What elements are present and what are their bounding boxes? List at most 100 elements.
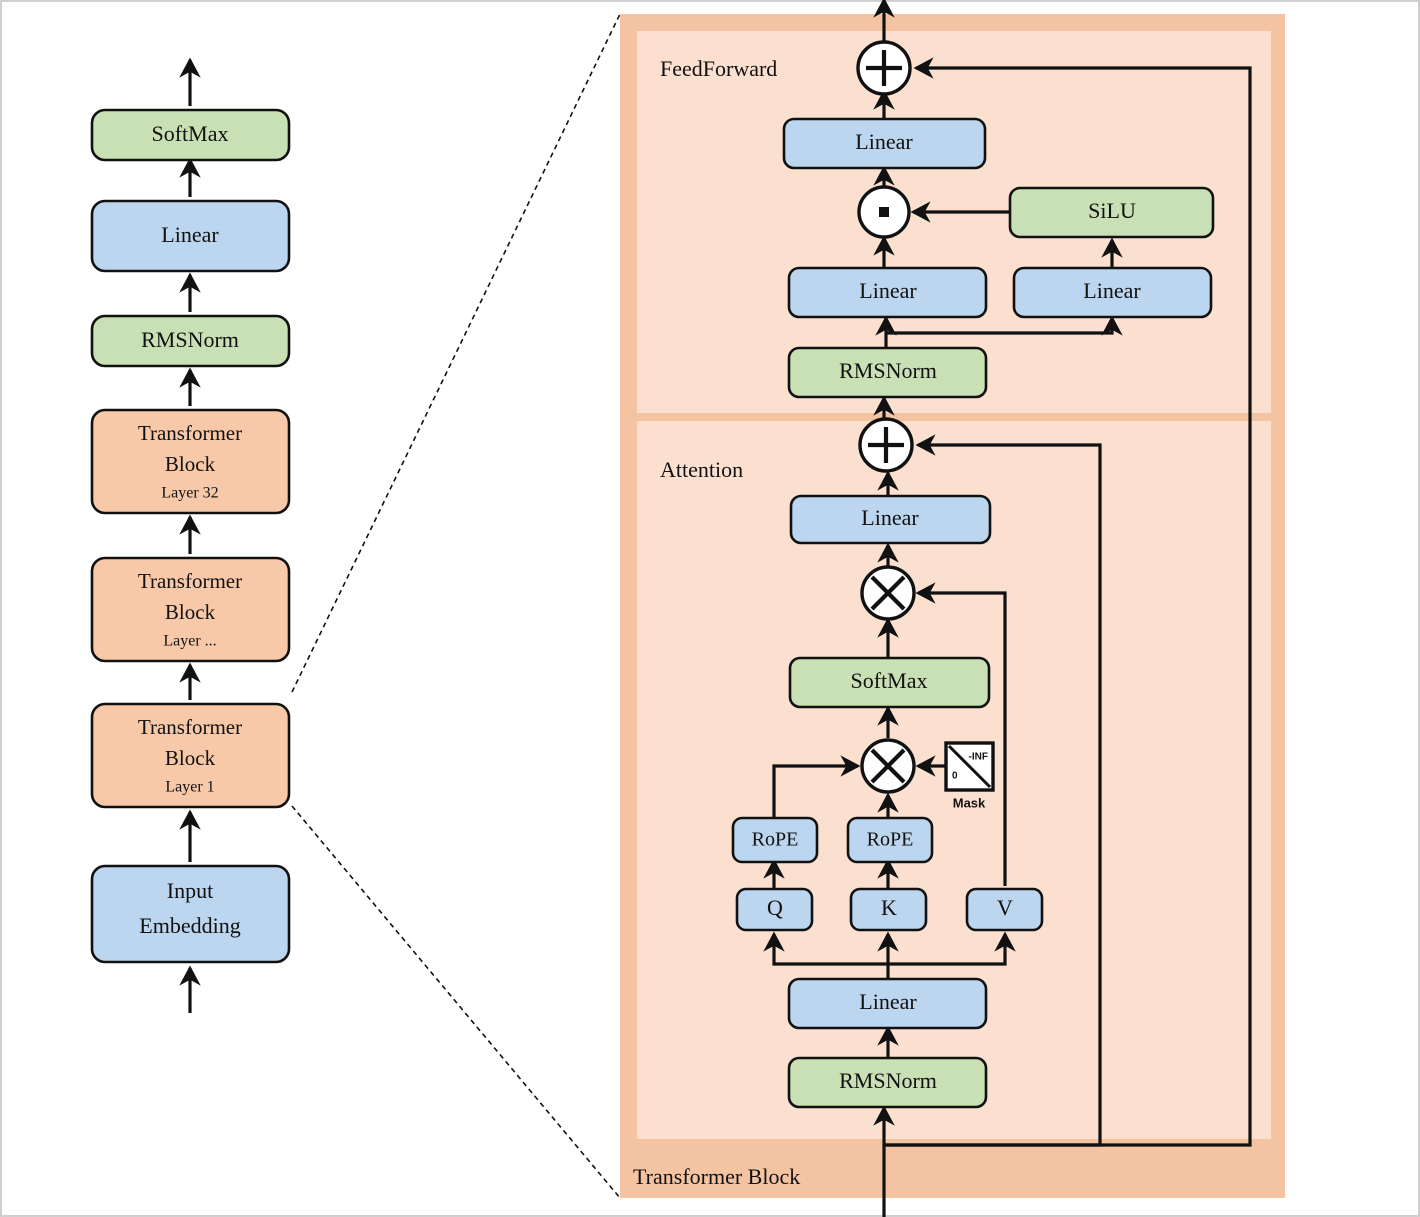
node-ff-mul[interactable] (857, 185, 911, 239)
node-attn-linear-out-shape (789, 494, 992, 545)
node-attn-rope-q-label: RoPE (752, 829, 799, 851)
node-attn-linear-out-label: Linear (861, 505, 919, 530)
node-attn-linear-out[interactable]: Linear (789, 494, 992, 545)
block-transformer-layer-32-sublabel: Layer 32 (161, 485, 218, 502)
node-attn-v-shape (965, 887, 1044, 932)
feedforward-section-label: FeedForward (660, 56, 777, 81)
block-transformer-layer-32-label-line2: Block (165, 452, 216, 476)
node-attn-softmax[interactable]: SoftMax (788, 656, 991, 709)
node-attn-rope-k-label: RoPE (867, 829, 914, 851)
node-attn-rope-k-shape (846, 816, 934, 864)
node-attn-mask-label: Mask (953, 795, 986, 810)
block-linear-head[interactable]: Linear (90, 199, 291, 273)
node-ff-rmsnorm-shape (787, 346, 988, 399)
node-ff-linear-gate-shape (1012, 266, 1213, 319)
node-ff-linear-up[interactable]: Linear (787, 266, 988, 319)
wire-ropeq-to-matmulqk (772, 755, 861, 818)
transformer-block-detail-panel: FeedForward Attention Transformer Block (620, 0, 1285, 1217)
node-attn-linear-qkv-shape (787, 977, 988, 1030)
cross-product-icon (870, 748, 906, 784)
transformer-block-outer-label: Transformer Block (633, 1164, 800, 1189)
zoom-connector-bottom (291, 805, 621, 1199)
node-ff-rmsnorm[interactable]: RMSNorm (787, 346, 988, 399)
model-overview-column: Input Embedding Transformer Block Layer … (90, 57, 291, 1013)
block-softmax-head-label: SoftMax (152, 121, 229, 146)
node-ff-linear-down[interactable]: Linear (782, 117, 987, 170)
block-transformer-layer-mid-shape (90, 556, 291, 663)
node-ff-linear-gate-label: Linear (1083, 278, 1141, 303)
block-rmsnorm-final-label: RMSNorm (141, 327, 239, 352)
block-softmax-head-shape (90, 108, 291, 162)
block-transformer-layer-32-label-line1: Transformer (138, 421, 242, 445)
node-attn-linear-qkv-label: Linear (859, 989, 917, 1014)
node-ff-linear-up-shape (787, 266, 988, 319)
block-linear-head-label: Linear (161, 222, 219, 247)
block-transformer-layer-32[interactable]: Transformer Block Layer 32 (90, 408, 291, 515)
dot-product-icon (879, 207, 889, 217)
block-transformer-layer-mid-label-line1: Transformer (138, 569, 242, 593)
node-attn-rmsnorm-shape (787, 1056, 988, 1109)
node-ff-rmsnorm-label: RMSNorm (839, 358, 937, 383)
node-ff-silu-label: SiLU (1088, 198, 1136, 223)
node-attn-q[interactable]: Q (735, 887, 814, 932)
block-transformer-layer-mid-label-line2: Block (165, 600, 216, 624)
node-attn-rope-k[interactable]: RoPE (846, 816, 934, 864)
block-input-embedding-label-line2: Embedding (139, 913, 240, 938)
block-transformer-layer-1-sublabel: Layer 1 (165, 779, 214, 796)
block-linear-head-shape (90, 199, 291, 273)
attention-wires (763, 434, 1102, 1217)
cross-product-icon (870, 575, 906, 611)
node-attn-rmsnorm-label: RMSNorm (839, 1068, 937, 1093)
mask-diagonal (947, 744, 992, 789)
node-attn-k[interactable]: K (849, 887, 928, 932)
node-attn-k-label: K (881, 895, 897, 920)
node-ff-linear-down-shape (782, 117, 987, 170)
node-attn-softmax-shape (788, 656, 991, 709)
node-ff-linear-up-label: Linear (859, 278, 917, 303)
node-attn-linear-qkv[interactable]: Linear (787, 977, 988, 1030)
block-transformer-layer-mid-sublabel: Layer ... (163, 633, 216, 650)
node-attn-rope-q[interactable]: RoPE (731, 816, 819, 864)
block-rmsnorm-final[interactable]: RMSNorm (90, 314, 291, 368)
block-transformer-layer-mid[interactable]: Transformer Block Layer ... (90, 556, 291, 663)
attention-section-label: Attention (660, 457, 743, 482)
node-attn-mask[interactable]: 0 -INF Mask (944, 741, 995, 810)
node-attn-matmul-v[interactable] (860, 565, 916, 621)
mask-inf-label: -INF (969, 752, 988, 763)
zoom-connector-top (291, 13, 621, 693)
block-input-embedding[interactable]: Input Embedding (90, 864, 291, 964)
plus-icon (866, 50, 902, 86)
node-attn-q-shape (735, 887, 814, 932)
mask-zero-label: 0 (952, 771, 958, 782)
block-transformer-layer-1[interactable]: Transformer Block Layer 1 (90, 702, 291, 809)
node-ff-linear-down-label: Linear (855, 129, 913, 154)
node-ff-silu-shape (1008, 186, 1215, 239)
wire-attn-residual (884, 434, 1102, 1147)
block-rmsnorm-final-shape (90, 314, 291, 368)
plus-icon (868, 427, 904, 463)
wire-ff-rmsnorm-to-gate (886, 315, 1123, 336)
node-ff-add[interactable] (856, 40, 912, 96)
node-ff-linear-gate[interactable]: Linear (1012, 266, 1213, 319)
block-transformer-layer-1-shape (90, 702, 291, 809)
node-attn-v[interactable]: V (965, 887, 1044, 932)
node-attn-rmsnorm[interactable]: RMSNorm (787, 1056, 988, 1109)
wire-qkvlinear-to-v (888, 931, 1016, 966)
block-softmax-head[interactable]: SoftMax (90, 108, 291, 162)
node-attn-v-label: V (997, 895, 1013, 920)
node-attn-softmax-label: SoftMax (851, 668, 928, 693)
wire-v-to-matmulv (915, 582, 1007, 886)
block-transformer-layer-1-label-line1: Transformer (138, 715, 242, 739)
node-attn-matmul-qk[interactable] (860, 738, 916, 794)
block-input-embedding-label-line1: Input (167, 878, 213, 903)
block-transformer-layer-32-shape (90, 408, 291, 515)
node-attn-add[interactable] (858, 417, 914, 473)
node-attn-q-label: Q (767, 895, 783, 920)
node-ff-silu[interactable]: SiLU (1008, 186, 1215, 239)
block-input-embedding-shape (90, 864, 291, 964)
node-attn-rope-q-shape (731, 816, 819, 864)
block-transformer-layer-1-label-line2: Block (165, 746, 216, 770)
